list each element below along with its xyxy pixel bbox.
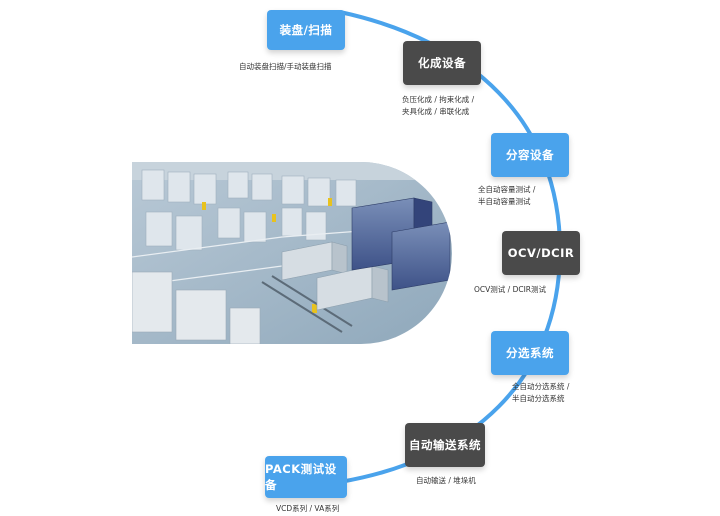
- step-title: 自动输送系统: [409, 438, 481, 452]
- step-title: 分选系统: [506, 346, 554, 360]
- step-node-sorting-system: 分选系统: [491, 331, 569, 375]
- step-description: VCD系列 / VA系列: [276, 504, 340, 513]
- step-title: OCV/DCIR: [507, 246, 575, 260]
- step-description: 自动输送 / 堆垛机: [416, 476, 476, 485]
- step-title: 化成设备: [418, 56, 466, 70]
- step-title: 装盘/扫描: [279, 23, 333, 37]
- step-node-capacity-grading: 分容设备: [491, 133, 569, 177]
- step-node-ocv-dcir: OCV/DCIR: [502, 231, 580, 275]
- step-description: OCV测试 / DCIR测试: [474, 285, 547, 294]
- step-description: 自动装盘扫描/手动装盘扫描: [239, 62, 332, 71]
- step-node-tray-loading: 装盘/扫描: [267, 10, 345, 50]
- step-node-pack-testing: PACK测试设备: [265, 456, 347, 498]
- factory-illustration: [132, 162, 452, 344]
- step-description: 全自动容量测试 / 半自动容量测试: [478, 185, 536, 206]
- step-title: 分容设备: [506, 148, 554, 162]
- step-description: 全自动分选系统 / 半自动分选系统: [512, 382, 570, 403]
- step-description: 负压化成 / 拘束化成 / 夹具化成 / 串联化成: [402, 95, 475, 116]
- step-node-formation: 化成设备: [403, 41, 481, 85]
- step-node-auto-conveying: 自动输送系统: [405, 423, 485, 467]
- step-title: PACK测试设备: [265, 462, 337, 492]
